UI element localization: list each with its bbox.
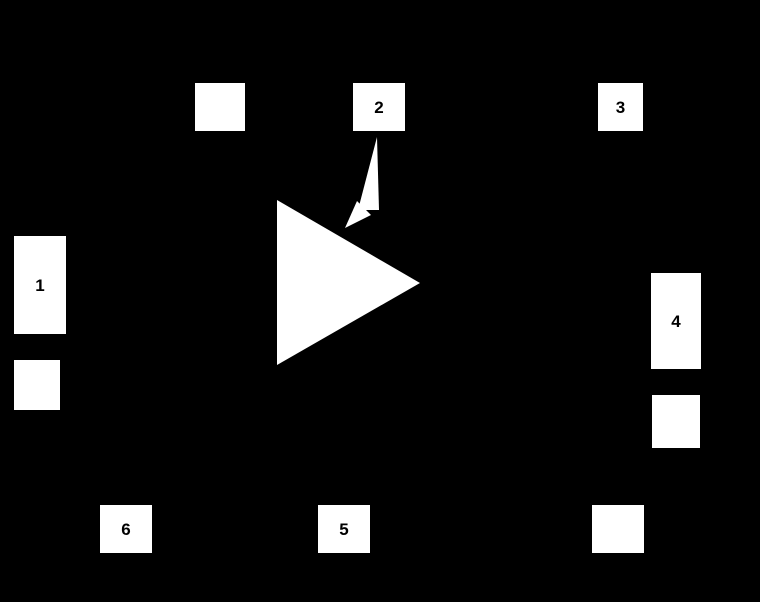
callout-box-blank-bottom-right (592, 505, 644, 553)
callout-box-5: 5 (318, 505, 370, 553)
callout-box-6: 6 (100, 505, 152, 553)
arrow-head-icon (345, 201, 371, 228)
box-label: 6 (121, 519, 131, 539)
callout-box-4: 4 (651, 273, 701, 369)
callout-box-blank-left (14, 360, 60, 410)
box-label: 5 (339, 519, 349, 539)
box-label: 4 (671, 311, 681, 331)
callout-box-blank-top-left (195, 83, 245, 131)
box-label: 3 (615, 97, 626, 117)
callout-box-3: 3 (598, 83, 643, 131)
callout-box-2: 2 (353, 83, 405, 131)
play-triangle-icon (277, 200, 420, 365)
callout-box-blank-right (652, 395, 700, 448)
box-label: 2 (374, 97, 384, 117)
callout-box-1: 1 (14, 236, 66, 334)
arrow-shaft-icon (358, 137, 379, 210)
box-label: 1 (35, 275, 45, 295)
